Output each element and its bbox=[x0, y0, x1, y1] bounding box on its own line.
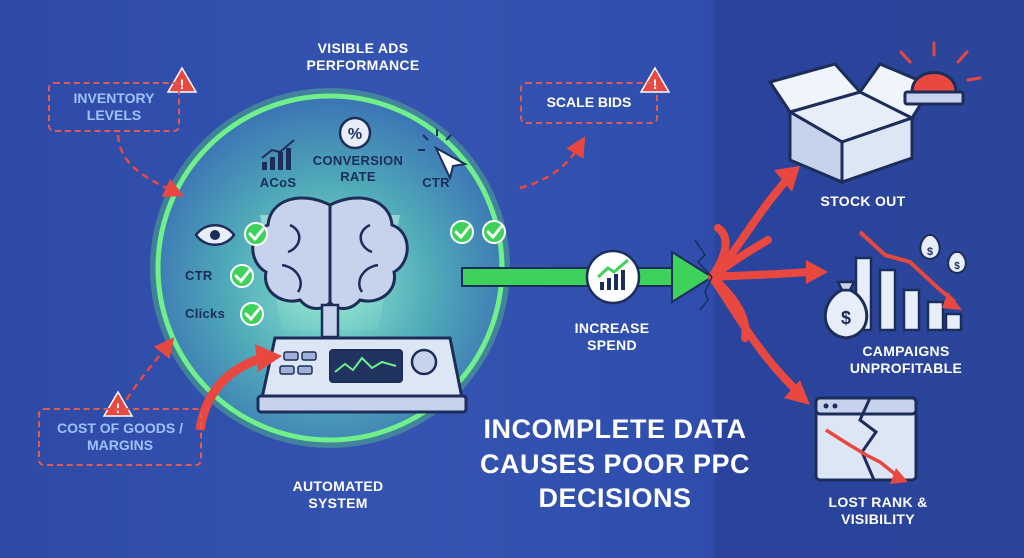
siren-icon bbox=[899, 41, 982, 106]
conversion-rate-label: CONVERSION RATE bbox=[312, 153, 404, 184]
automated-system-label: AUTOMATED SYSTEM bbox=[292, 478, 384, 511]
acos-label: ACoS bbox=[259, 175, 297, 190]
broken-window-icon bbox=[814, 396, 918, 484]
eye-icon bbox=[194, 224, 236, 246]
ctr-left-label: CTR bbox=[185, 268, 213, 283]
box-icon bbox=[767, 62, 935, 185]
headline: INCOMPLETE DATA CAUSES POOR PPC DECISION… bbox=[479, 414, 751, 514]
clicks-label: Clicks bbox=[185, 306, 226, 321]
svg-text:$: $ bbox=[841, 308, 851, 328]
trend-up-icon bbox=[585, 249, 641, 305]
lost-rank-label: LOST RANK & VISIBILITY bbox=[828, 494, 928, 527]
red-feed-arrow bbox=[195, 344, 282, 431]
visible-ads-performance-title: VISIBLE ADS PERFORMANCE bbox=[306, 40, 420, 73]
control-panel-icon bbox=[256, 336, 468, 414]
falling-chart-icon bbox=[854, 230, 963, 332]
svg-text:!: ! bbox=[180, 76, 185, 92]
brain-icon bbox=[251, 196, 409, 339]
svg-text:$: $ bbox=[954, 261, 960, 272]
campaigns-unprofitable-label: CAMPAIGNS UNPROFITABLE bbox=[849, 343, 963, 376]
increase-spend-label: INCREASE SPEND bbox=[574, 320, 650, 353]
ctr-top-label: CTR bbox=[422, 175, 450, 190]
money-bag-icon: $ $ $ bbox=[823, 234, 967, 340]
cost-of-goods-box: COST OF GOODS / MARGINS bbox=[38, 408, 202, 466]
bar-chart-icon bbox=[261, 139, 295, 170]
svg-text:%: % bbox=[348, 126, 362, 143]
scale-bids-box: SCALE BIDS bbox=[520, 82, 658, 124]
svg-text:$: $ bbox=[927, 246, 933, 258]
dashed-input-arrows bbox=[116, 134, 586, 411]
cursor-click-icon bbox=[418, 129, 469, 181]
percent-icon: % bbox=[338, 116, 372, 150]
crack-lines bbox=[694, 239, 713, 311]
check-marks bbox=[234, 225, 503, 322]
outcome-arrows bbox=[708, 179, 812, 394]
inventory-levels-box: INVENTORY LEVELS bbox=[48, 82, 180, 132]
stock-out-label: STOCK OUT bbox=[820, 193, 906, 209]
outcome-arrowheads bbox=[774, 166, 828, 405]
